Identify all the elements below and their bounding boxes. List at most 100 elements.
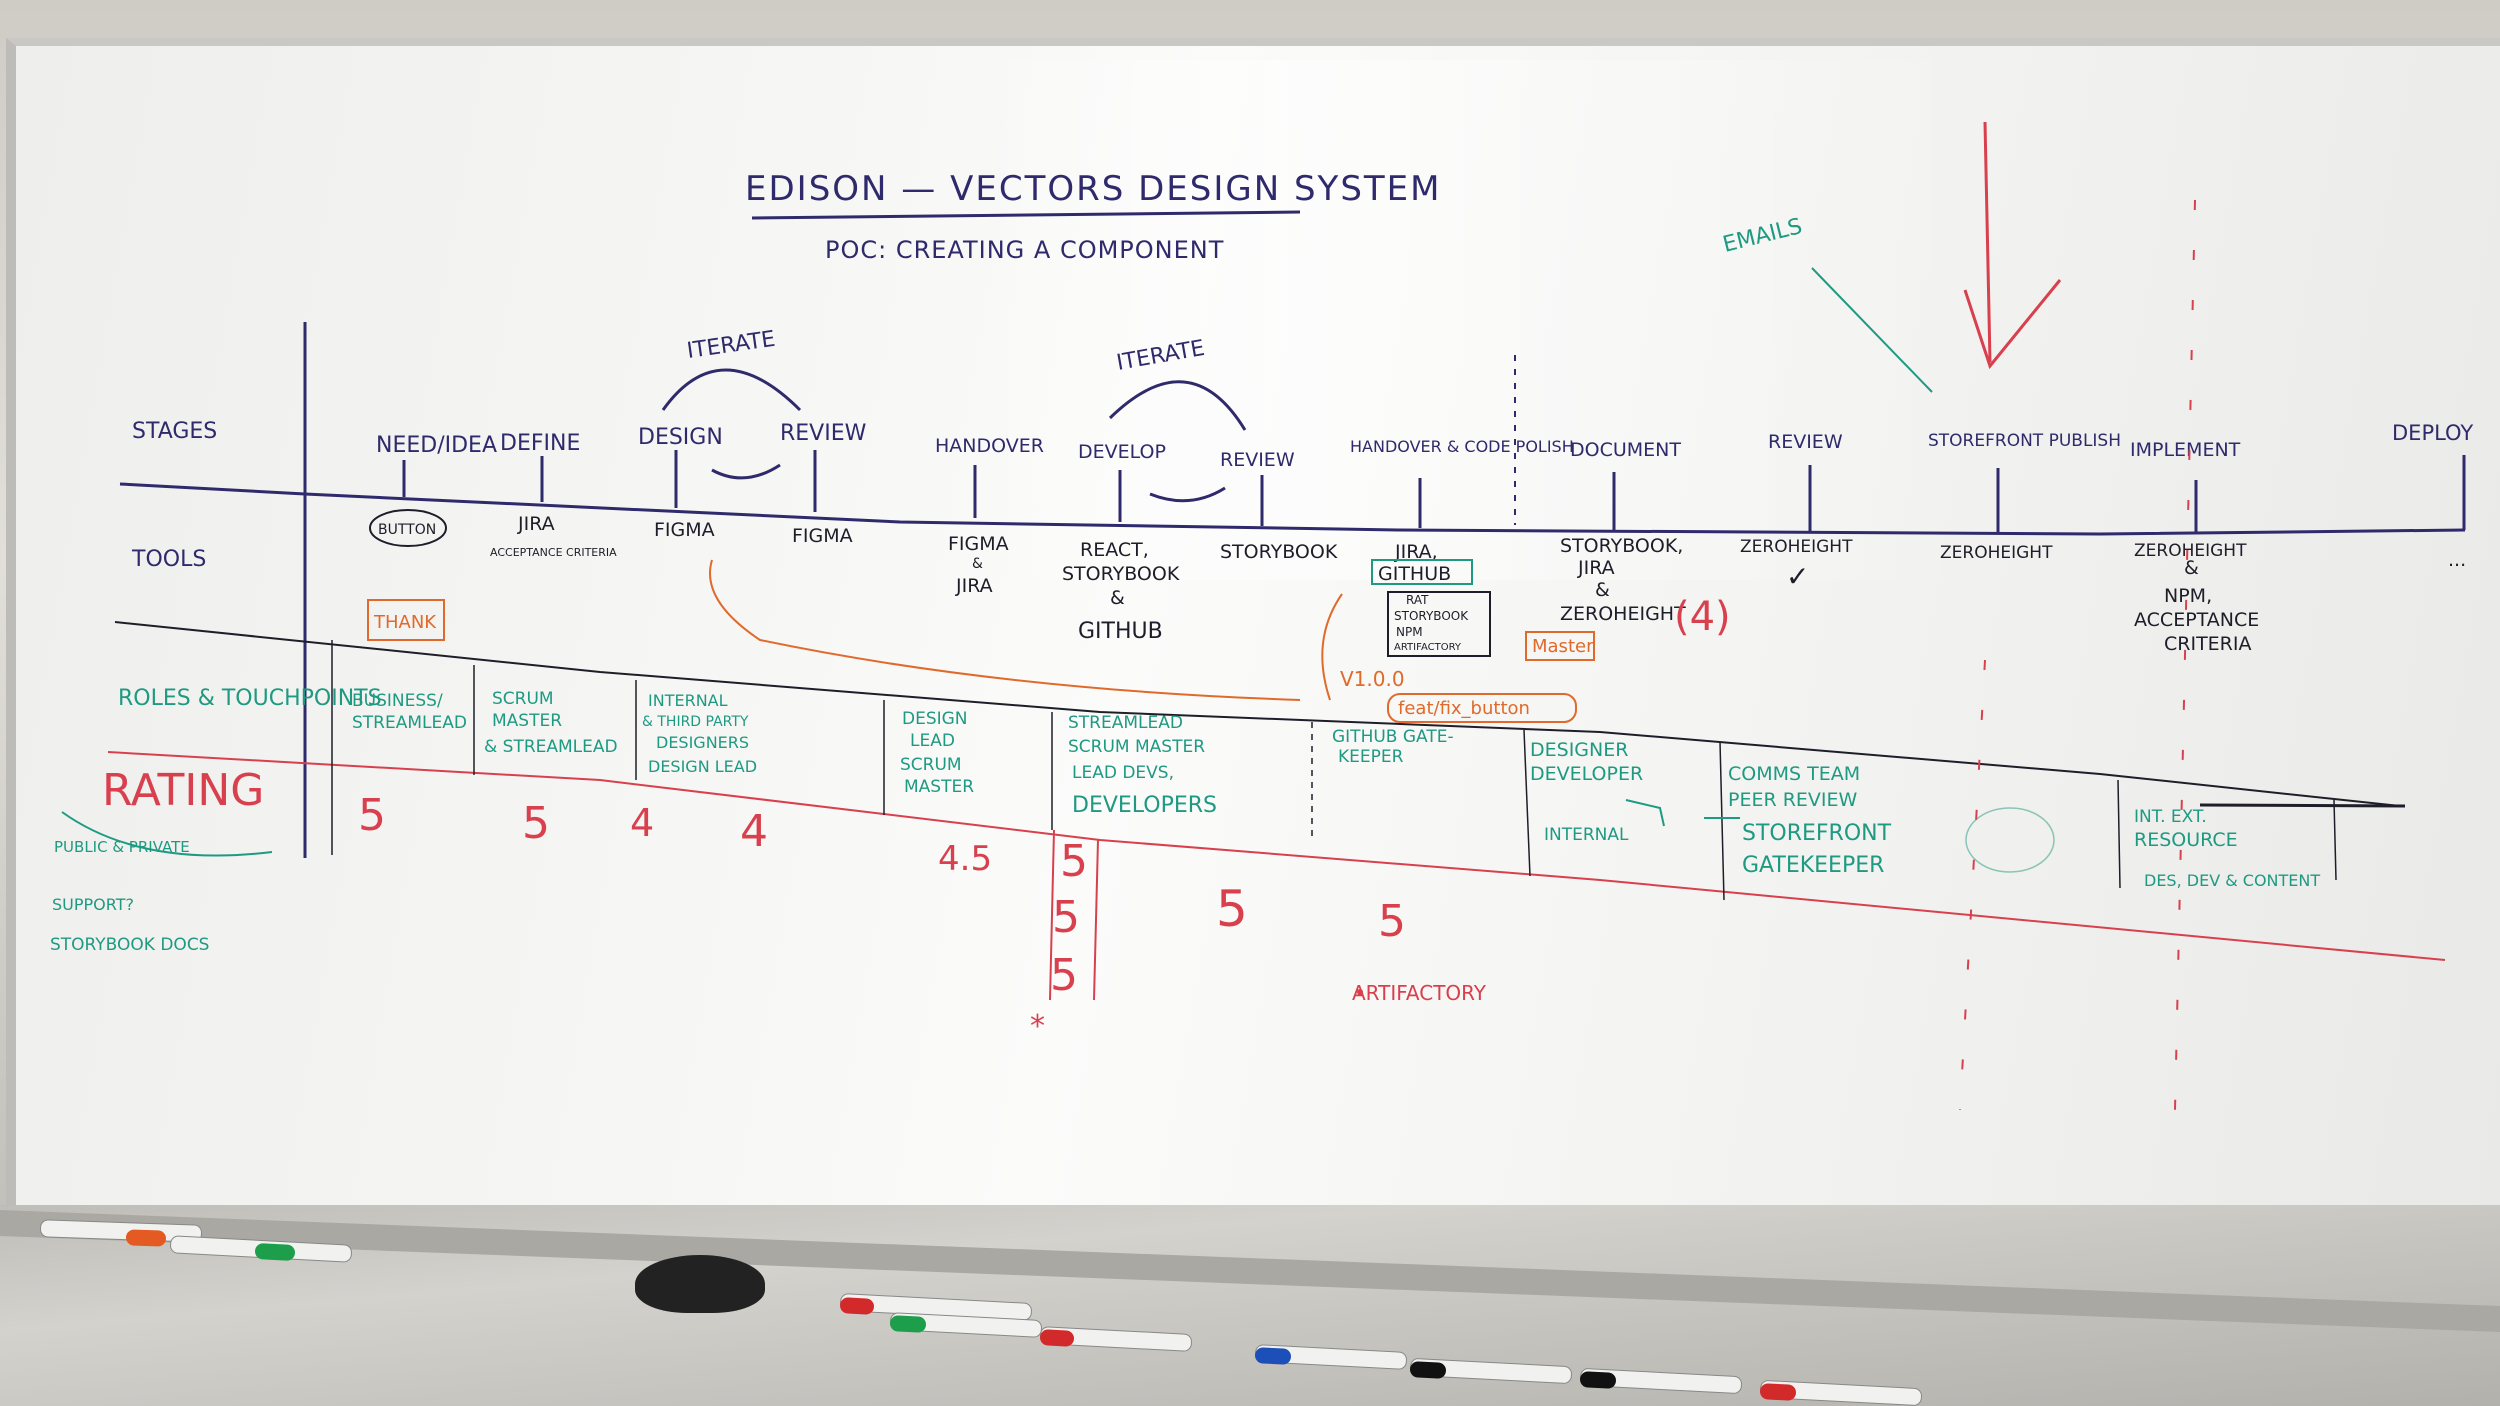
role-8-b: PEER REVIEW xyxy=(1728,789,1858,811)
tool-storybook-review: STORYBOOK xyxy=(1220,541,1338,563)
tool-acceptance-criteria: ACCEPTANCE CRITERIA xyxy=(490,546,617,559)
marker-orange-cap[interactable] xyxy=(125,1229,167,1247)
marker-black-2-cap[interactable] xyxy=(1579,1371,1617,1389)
row-label-roles: ROLES & TOUCHPOINTS xyxy=(118,686,382,711)
roles-row: BUSINESS/ STREAMLEAD SCRUM MASTER & STRE… xyxy=(352,689,2320,890)
box-storybook: STORYBOOK xyxy=(1394,609,1469,623)
stage-design: DESIGN xyxy=(638,425,723,450)
rating-handover: 4.5 xyxy=(938,839,992,879)
role-8-d: GATEKEEPER xyxy=(1742,853,1884,878)
feature-branch-label: feat/fix_button xyxy=(1398,698,1530,719)
title-underline xyxy=(751,210,1301,220)
tool-jira-github-2: GITHUB xyxy=(1378,563,1451,585)
tool-document-zeroheight: ZEROHEIGHT xyxy=(1560,603,1686,625)
develop-iterate-arrow xyxy=(1108,380,1247,431)
tools-line xyxy=(114,621,2401,807)
feature-branch-oval xyxy=(1387,693,1577,723)
rating-review: 4 xyxy=(740,806,768,857)
row-label-tools: TOOLS xyxy=(131,547,206,572)
storefront-arrowhead xyxy=(1963,279,2062,370)
rating-develop-1: 5 xyxy=(1060,836,1088,887)
red-guide-lines xyxy=(1959,199,2196,1111)
marker-black-cap[interactable] xyxy=(1409,1361,1447,1379)
tool-document-and: & xyxy=(1595,579,1610,601)
marker-red-2-cap[interactable] xyxy=(1039,1329,1075,1347)
marker-red-cap[interactable] xyxy=(839,1297,875,1315)
tool-develop-react: REACT, xyxy=(1080,539,1149,561)
internal-bracket xyxy=(1625,799,1665,827)
side-note-1: PUBLIC & PRIVATE xyxy=(54,838,190,856)
stage-handover-polish: HANDOVER & CODE POLISH xyxy=(1350,437,1574,456)
marker-red-3-cap[interactable] xyxy=(1759,1383,1797,1401)
side-notes: PUBLIC & PRIVATE SUPPORT? STORYBOOK DOCS xyxy=(50,838,209,955)
emails-note: EMAILS xyxy=(1720,214,1804,258)
tool-handover-jira: JIRA xyxy=(955,575,993,597)
rating-review-2: 5 xyxy=(1216,880,1248,938)
role-6-b: KEEPER xyxy=(1338,747,1404,767)
marker-blue-cap[interactable] xyxy=(1254,1347,1292,1365)
role-1-b: STREAMLEAD xyxy=(352,713,467,733)
role-3-d: DESIGN LEAD xyxy=(648,757,757,776)
role-5-a: STREAMLEAD xyxy=(1068,713,1183,733)
role-3-c: DESIGNERS xyxy=(656,733,749,752)
tool-jira: JIRA xyxy=(517,513,555,535)
rating-develop-2: 5 xyxy=(1052,892,1080,943)
tool-implement-2: & xyxy=(2184,557,2199,579)
whiteboard-eraser[interactable] xyxy=(635,1255,765,1313)
stage-handover: HANDOVER xyxy=(935,435,1044,457)
tool-implement-4: ACCEPTANCE xyxy=(2134,609,2259,631)
tool-jira-github-1: JIRA, xyxy=(1394,541,1438,563)
tool-implement-5: CRITERIA xyxy=(2164,633,2252,655)
rating-bracket-left xyxy=(1049,829,1055,1001)
side-note-2: SUPPORT? xyxy=(52,895,134,914)
row-label-stages: STAGES xyxy=(132,419,217,444)
board-title: EDISON — VECTORS DESIGN SYSTEM xyxy=(745,169,1442,209)
stage-storefront-publish: STOREFRONT PUBLISH xyxy=(1928,431,2121,451)
role-9-a: INT. EXT. xyxy=(2134,807,2207,827)
tool-develop-and: & xyxy=(1110,587,1125,609)
tools-row: BUTTON THANK JIRA ACCEPTANCE CRITERIA FI… xyxy=(367,509,2466,723)
tool-figma-review: FIGMA xyxy=(792,525,853,547)
marker-green-2-cap[interactable] xyxy=(889,1315,927,1333)
tool-document-storybook: STORYBOOK, xyxy=(1560,535,1683,557)
faint-check-circle xyxy=(1965,807,2055,873)
stage-document: DOCUMENT xyxy=(1570,439,1681,461)
rating-bracket-right xyxy=(1093,839,1099,1001)
branch-curve xyxy=(1321,593,1343,701)
version-label: V1.0.0 xyxy=(1340,667,1405,691)
design-iterate-arrow xyxy=(661,368,802,412)
document-count: (4) xyxy=(1674,594,1731,640)
role-2-c: & STREAMLEAD xyxy=(484,737,618,757)
stage-labels: NEED/IDEA DEFINE DESIGN REVIEW HANDOVER … xyxy=(376,421,2473,471)
role-5-c: LEAD DEVS, xyxy=(1072,763,1174,783)
role-9-b: RESOURCE xyxy=(2134,829,2238,851)
marker-green-cap[interactable] xyxy=(254,1242,296,1262)
artifactory-bullet xyxy=(1357,989,1363,995)
side-note-3: STORYBOOK DOCS xyxy=(50,935,209,955)
role-4-d: MASTER xyxy=(904,777,974,797)
role-4-a: DESIGN xyxy=(902,709,968,729)
role-3-b: & THIRD PARTY xyxy=(642,714,749,730)
rating-underline-swoosh xyxy=(61,811,273,857)
tool-deploy: ... xyxy=(2448,549,2466,571)
tool-implement-3: NPM, xyxy=(2164,585,2212,607)
role-5-d: DEVELOPERS xyxy=(1072,793,1217,818)
tool-develop-storybook: STORYBOOK xyxy=(1062,563,1180,585)
tool-implement-1: ZEROHEIGHT xyxy=(2134,541,2247,561)
develop-review-arrow xyxy=(1149,486,1226,503)
tool-figma-design: FIGMA xyxy=(654,519,715,541)
stage-implement: IMPLEMENT xyxy=(2130,439,2241,461)
rating-define: 5 xyxy=(522,798,550,849)
artifactory-note: ARTIFACTORY xyxy=(1352,981,1487,1005)
tool-button: BUTTON xyxy=(378,522,436,538)
window-reflection xyxy=(960,60,2000,580)
role-2-b: MASTER xyxy=(492,711,562,731)
rating-develop-3: 5 xyxy=(1050,950,1078,1001)
stage-review-2: REVIEW xyxy=(1220,449,1295,471)
stage-need-idea: NEED/IDEA xyxy=(376,433,497,458)
role-7-b: DEVELOPER xyxy=(1530,763,1643,785)
stage-develop: DEVELOP xyxy=(1078,441,1166,463)
thank-box xyxy=(367,599,445,641)
tool-review-zeroheight: ZEROHEIGHT xyxy=(1740,537,1853,557)
